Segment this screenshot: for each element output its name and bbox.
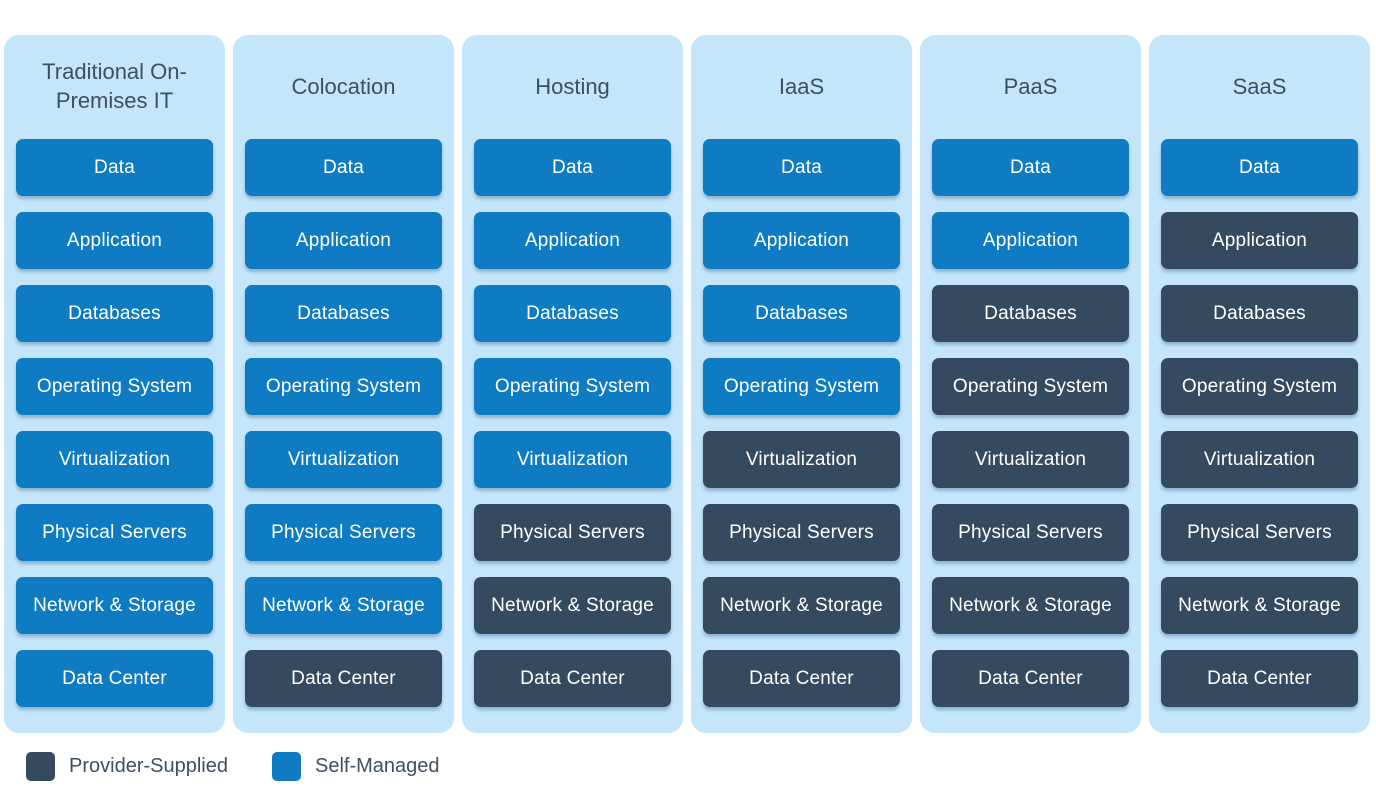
- legend-label-self-managed: Self-Managed: [314, 755, 440, 777]
- layer-cell: Virtualization: [474, 431, 671, 488]
- legend-label-provider-supplied: Provider-Supplied: [69, 755, 228, 777]
- layer-cell: Data Center: [703, 650, 900, 707]
- layer-cell: Virtualization: [1161, 431, 1358, 488]
- column-title: Traditional On-Premises IT: [42, 59, 187, 113]
- layer-cell: Databases: [16, 285, 213, 342]
- provider-supplied-swatch: [26, 752, 55, 781]
- layer-cell: Operating System: [16, 358, 213, 415]
- layer-cell: Virtualization: [16, 431, 213, 488]
- layer-cell: Operating System: [703, 358, 900, 415]
- layer-cell: Application: [932, 212, 1129, 269]
- layer-cell: Application: [703, 212, 900, 269]
- layer-cell: Databases: [474, 285, 671, 342]
- layer-cell: Data Center: [245, 650, 442, 707]
- layer-cell: Data Center: [932, 650, 1129, 707]
- column-title: PaaS: [1003, 73, 1058, 99]
- layer-cell: Operating System: [474, 358, 671, 415]
- self-managed-swatch: [271, 752, 301, 781]
- column-title: Colocation: [291, 73, 396, 99]
- layer-cell: Physical Servers: [703, 504, 900, 561]
- layer-cell: Data: [474, 139, 671, 196]
- layer-cell: Network & Storage: [245, 577, 442, 634]
- layer-cell: Network & Storage: [703, 577, 900, 634]
- layer-cell: Operating System: [1161, 358, 1358, 415]
- layer-cell: Virtualization: [245, 431, 442, 488]
- column-title: Hosting: [535, 73, 610, 99]
- layer-cell: Physical Servers: [474, 504, 671, 561]
- layer-cell: Network & Storage: [1161, 577, 1358, 634]
- layer-cell: Application: [245, 212, 442, 269]
- layer-cell: Data: [1161, 139, 1358, 196]
- layer-cell: Physical Servers: [16, 504, 213, 561]
- layer-cell: Databases: [932, 285, 1129, 342]
- layer-cell: Physical Servers: [932, 504, 1129, 561]
- layer-cell: Network & Storage: [474, 577, 671, 634]
- layer-cell: Databases: [245, 285, 442, 342]
- layer-cell: Data: [932, 139, 1129, 196]
- layer-cell: Data Center: [474, 650, 671, 707]
- layer-cell: Operating System: [932, 358, 1129, 415]
- legend: Provider-Supplied Self-Managed: [26, 752, 440, 781]
- layer-cell: Databases: [703, 285, 900, 342]
- layer-cell: Application: [16, 212, 213, 269]
- layer-cell: Network & Storage: [932, 577, 1129, 634]
- legend-item-self-managed: Self-Managed: [271, 752, 440, 781]
- layer-cell: Application: [1161, 212, 1358, 269]
- layer-cell: Network & Storage: [16, 577, 213, 634]
- layer-cell: Application: [474, 212, 671, 269]
- layer-cell: Data: [245, 139, 442, 196]
- column-title: IaaS: [778, 73, 825, 99]
- layer-cell: Data: [16, 139, 213, 196]
- layer-cell: Physical Servers: [245, 504, 442, 561]
- layer-cell: Virtualization: [932, 431, 1129, 488]
- legend-item-provider-supplied: Provider-Supplied: [26, 752, 228, 781]
- layer-cell: Data: [703, 139, 900, 196]
- layer-cell: Virtualization: [703, 431, 900, 488]
- layer-cell: Data Center: [1161, 650, 1358, 707]
- layer-cell: Data Center: [16, 650, 213, 707]
- layer-cell: Operating System: [245, 358, 442, 415]
- column-title: SaaS: [1232, 73, 1287, 99]
- layer-cell: Physical Servers: [1161, 504, 1358, 561]
- layer-cell: Databases: [1161, 285, 1358, 342]
